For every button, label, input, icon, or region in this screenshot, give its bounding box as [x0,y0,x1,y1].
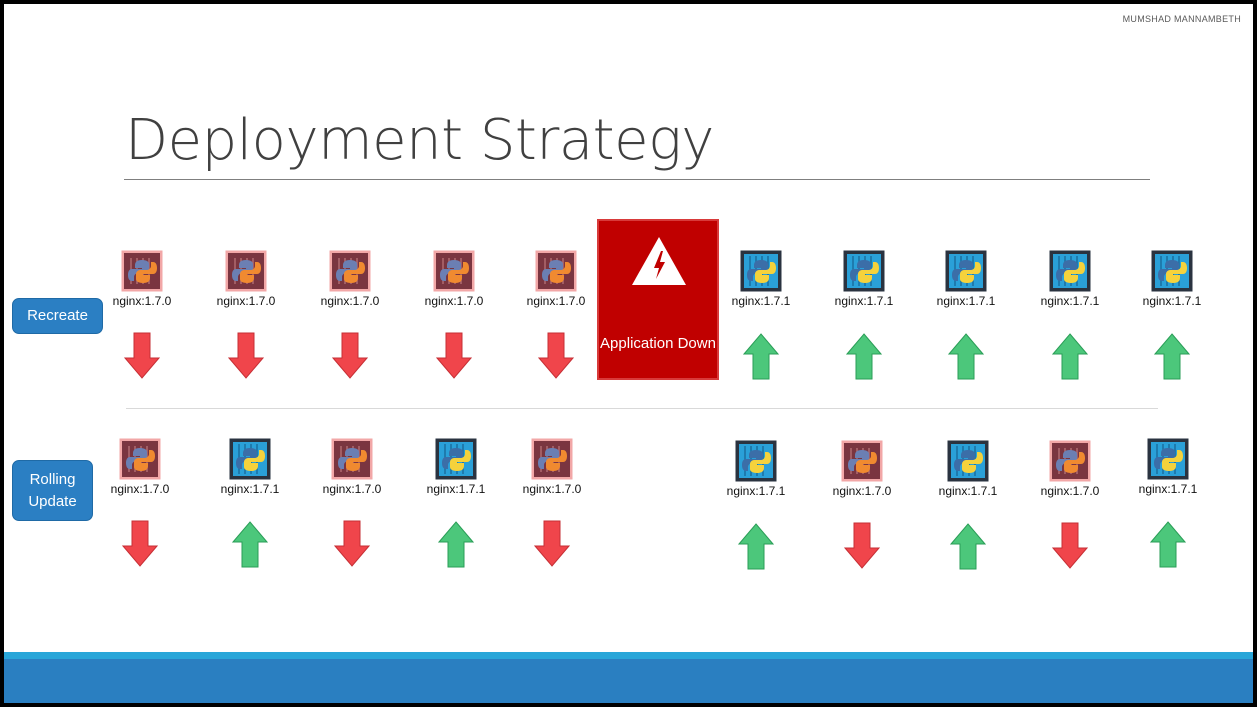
slide: MUMSHAD MANNAMBETH Deployment Strategy R… [4,4,1253,703]
pod-nginx-old: nginx:1.7.0 [206,250,286,308]
nginx-new-pod-icon [1132,250,1212,292]
warning-icon [632,237,686,285]
pod-nginx-old: nginx:1.7.0 [822,440,902,498]
arrow-up-icon [1051,332,1089,380]
arrow-up-icon [737,522,775,570]
nginx-new-pod-icon [928,440,1008,482]
arrow-up-icon [1153,332,1191,380]
pod-version-label: nginx:1.7.1 [938,484,998,498]
pod-nginx-new: nginx:1.7.1 [716,440,796,498]
pod-nginx-old: nginx:1.7.0 [1030,440,1110,498]
author-name: MUMSHAD MANNAMBETH [1122,14,1241,24]
pod-version-label: nginx:1.7.0 [322,482,382,496]
pod-version-label: nginx:1.7.1 [426,482,486,496]
pod-version-label: nginx:1.7.1 [731,294,791,308]
pod-version-label: nginx:1.7.1 [834,294,894,308]
pod-version-label: nginx:1.7.0 [832,484,892,498]
nginx-new-pod-icon [824,250,904,292]
arrow-up-icon [231,520,269,568]
pod-version-label: nginx:1.7.0 [112,294,172,308]
pod-nginx-old: nginx:1.7.0 [102,250,182,308]
nginx-old-pod-icon [414,250,494,292]
arrow-down-icon [435,332,473,380]
arrow-down-icon [123,332,161,380]
pod-version-label: nginx:1.7.1 [1040,294,1100,308]
nginx-new-pod-icon [416,438,496,480]
arrow-down-icon [1051,522,1089,570]
pod-nginx-new: nginx:1.7.1 [926,250,1006,308]
pod-nginx-new: nginx:1.7.1 [1030,250,1110,308]
nginx-new-pod-icon [1030,250,1110,292]
arrow-down-icon [227,332,265,380]
footer-bar [4,659,1253,703]
pod-nginx-new: nginx:1.7.1 [928,440,1008,498]
pod-version-label: nginx:1.7.0 [526,294,586,308]
pod-version-label: nginx:1.7.0 [522,482,582,496]
application-down-box: Application Down [597,219,719,380]
pod-nginx-new: nginx:1.7.1 [416,438,496,496]
nginx-old-pod-icon [822,440,902,482]
pod-nginx-new: nginx:1.7.1 [721,250,801,308]
nginx-old-pod-icon [100,438,180,480]
pod-version-label: nginx:1.7.1 [1142,294,1202,308]
footer-stripe [4,652,1253,659]
nginx-new-pod-icon [1128,438,1208,480]
nginx-new-pod-icon [926,250,1006,292]
pod-nginx-new: nginx:1.7.1 [1128,438,1208,496]
pod-nginx-old: nginx:1.7.0 [312,438,392,496]
nginx-old-pod-icon [310,250,390,292]
arrow-up-icon [845,332,883,380]
pod-version-label: nginx:1.7.0 [216,294,276,308]
application-down-label: Application Down [600,335,716,352]
pod-nginx-old: nginx:1.7.0 [414,250,494,308]
pod-nginx-new: nginx:1.7.1 [210,438,290,496]
pod-version-label: nginx:1.7.0 [320,294,380,308]
arrow-up-icon [742,332,780,380]
arrow-up-icon [1149,520,1187,568]
recreate-label: Recreate [12,298,103,334]
arrow-down-icon [843,522,881,570]
arrow-up-icon [949,522,987,570]
pod-version-label: nginx:1.7.1 [220,482,280,496]
arrow-down-icon [331,332,369,380]
nginx-old-pod-icon [312,438,392,480]
arrow-down-icon [537,332,575,380]
pod-nginx-new: nginx:1.7.1 [824,250,904,308]
nginx-old-pod-icon [512,438,592,480]
pod-version-label: nginx:1.7.0 [1040,484,1100,498]
title-divider [124,179,1150,180]
pod-nginx-old: nginx:1.7.0 [516,250,596,308]
pod-version-label: nginx:1.7.1 [726,484,786,498]
pod-nginx-old: nginx:1.7.0 [512,438,592,496]
nginx-new-pod-icon [721,250,801,292]
pod-nginx-new: nginx:1.7.1 [1132,250,1212,308]
pod-version-label: nginx:1.7.1 [1138,482,1198,496]
pod-version-label: nginx:1.7.0 [110,482,170,496]
nginx-old-pod-icon [516,250,596,292]
section-divider [126,408,1158,409]
arrow-up-icon [947,332,985,380]
pod-nginx-old: nginx:1.7.0 [310,250,390,308]
arrow-down-icon [121,520,159,568]
nginx-old-pod-icon [1030,440,1110,482]
nginx-old-pod-icon [102,250,182,292]
pod-version-label: nginx:1.7.1 [936,294,996,308]
page-title: Deployment Strategy [125,108,714,173]
nginx-new-pod-icon [716,440,796,482]
rolling-update-label: Rolling Update [12,460,93,521]
nginx-old-pod-icon [206,250,286,292]
arrow-down-icon [533,520,571,568]
arrow-down-icon [333,520,371,568]
arrow-up-icon [437,520,475,568]
nginx-new-pod-icon [210,438,290,480]
pod-nginx-old: nginx:1.7.0 [100,438,180,496]
pod-version-label: nginx:1.7.0 [424,294,484,308]
